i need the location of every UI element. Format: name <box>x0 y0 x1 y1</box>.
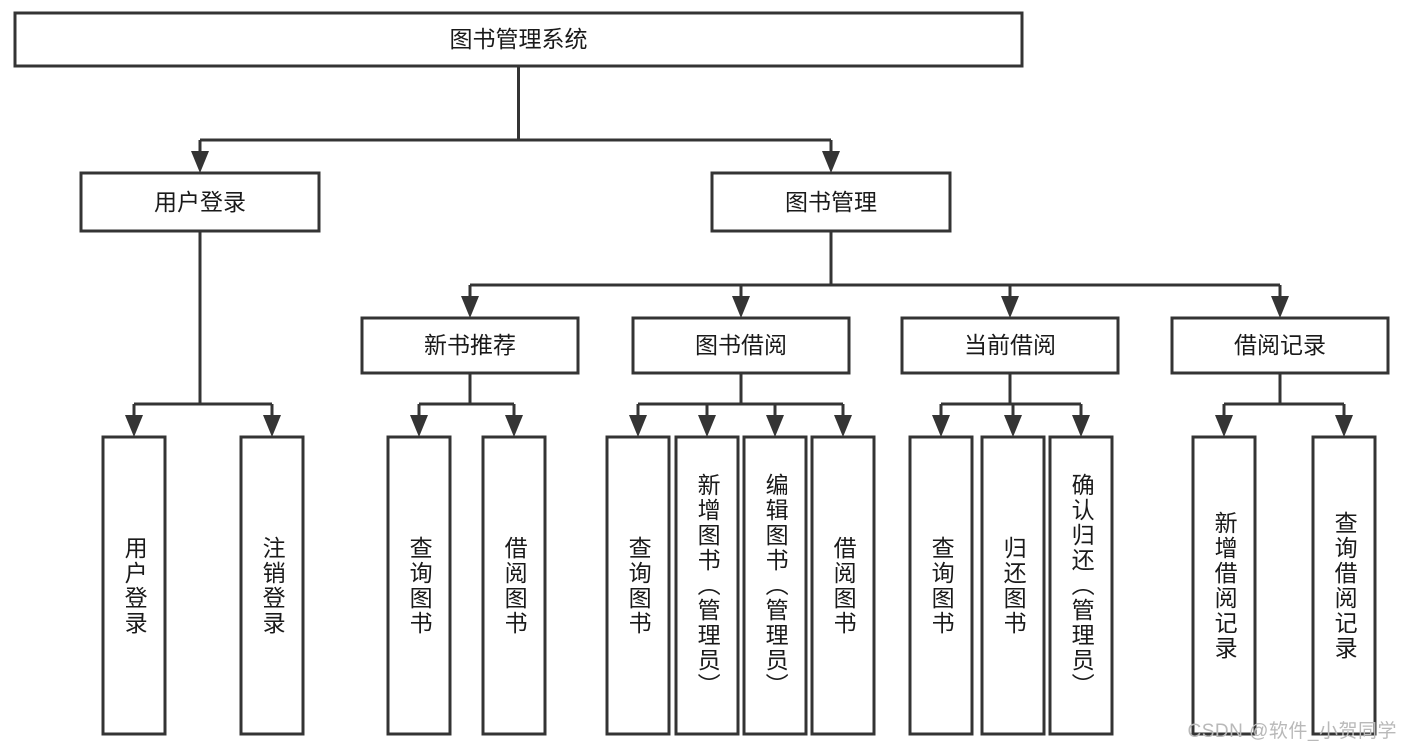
arrow-head-icon <box>1335 415 1353 437</box>
arrow-head-icon <box>505 415 523 437</box>
node-box-login[interactable] <box>79 171 321 233</box>
arrow-head-icon <box>1001 296 1019 318</box>
arrow-head-icon <box>1072 415 1090 437</box>
node-box-leaf-2[interactable] <box>239 435 305 736</box>
arrow-head-icon <box>1271 296 1289 318</box>
node-box-current[interactable] <box>900 316 1120 375</box>
node-box-leaf-10[interactable] <box>980 435 1046 736</box>
node-box-leaf-5[interactable] <box>605 435 671 736</box>
node-box-root[interactable] <box>13 11 1024 68</box>
node-box-leaf-4[interactable] <box>481 435 547 736</box>
arrow-head-icon <box>698 415 716 437</box>
node-box-borrow[interactable] <box>631 316 851 375</box>
arrow-head-icon <box>932 415 950 437</box>
node-box-leaf-7[interactable] <box>742 435 808 736</box>
node-box-leaf-9[interactable] <box>908 435 974 736</box>
node-box-layer <box>13 11 1390 736</box>
node-box-newbook[interactable] <box>360 316 580 375</box>
arrow-head-icon <box>834 415 852 437</box>
arrow-head-icon <box>410 415 428 437</box>
arrow-head-icon <box>263 415 281 437</box>
node-box-leaf-1[interactable] <box>101 435 167 736</box>
csdn-watermark: CSDN @软件_小贺同学 <box>1187 721 1397 742</box>
arrow-head-icon <box>766 415 784 437</box>
node-box-leaf-13[interactable] <box>1311 435 1377 736</box>
node-box-leaf-11[interactable] <box>1048 435 1114 736</box>
arrow-head-icon <box>125 415 143 437</box>
arrow-head-icon <box>629 415 647 437</box>
arrow-head-icon <box>191 151 209 173</box>
node-box-leaf-8[interactable] <box>810 435 876 736</box>
arrow-head-icon <box>1215 415 1233 437</box>
arrow-head-icon <box>1004 415 1022 437</box>
arrow-head-icon <box>461 296 479 318</box>
node-box-record[interactable] <box>1170 316 1390 375</box>
node-box-leaf-6[interactable] <box>674 435 740 736</box>
node-box-leaf-12[interactable] <box>1191 435 1257 736</box>
connector-layer <box>125 66 1353 437</box>
node-box-leaf-3[interactable] <box>386 435 452 736</box>
arrow-head-icon <box>732 296 750 318</box>
node-box-bookmgmt[interactable] <box>710 171 952 233</box>
arrow-head-icon <box>822 151 840 173</box>
